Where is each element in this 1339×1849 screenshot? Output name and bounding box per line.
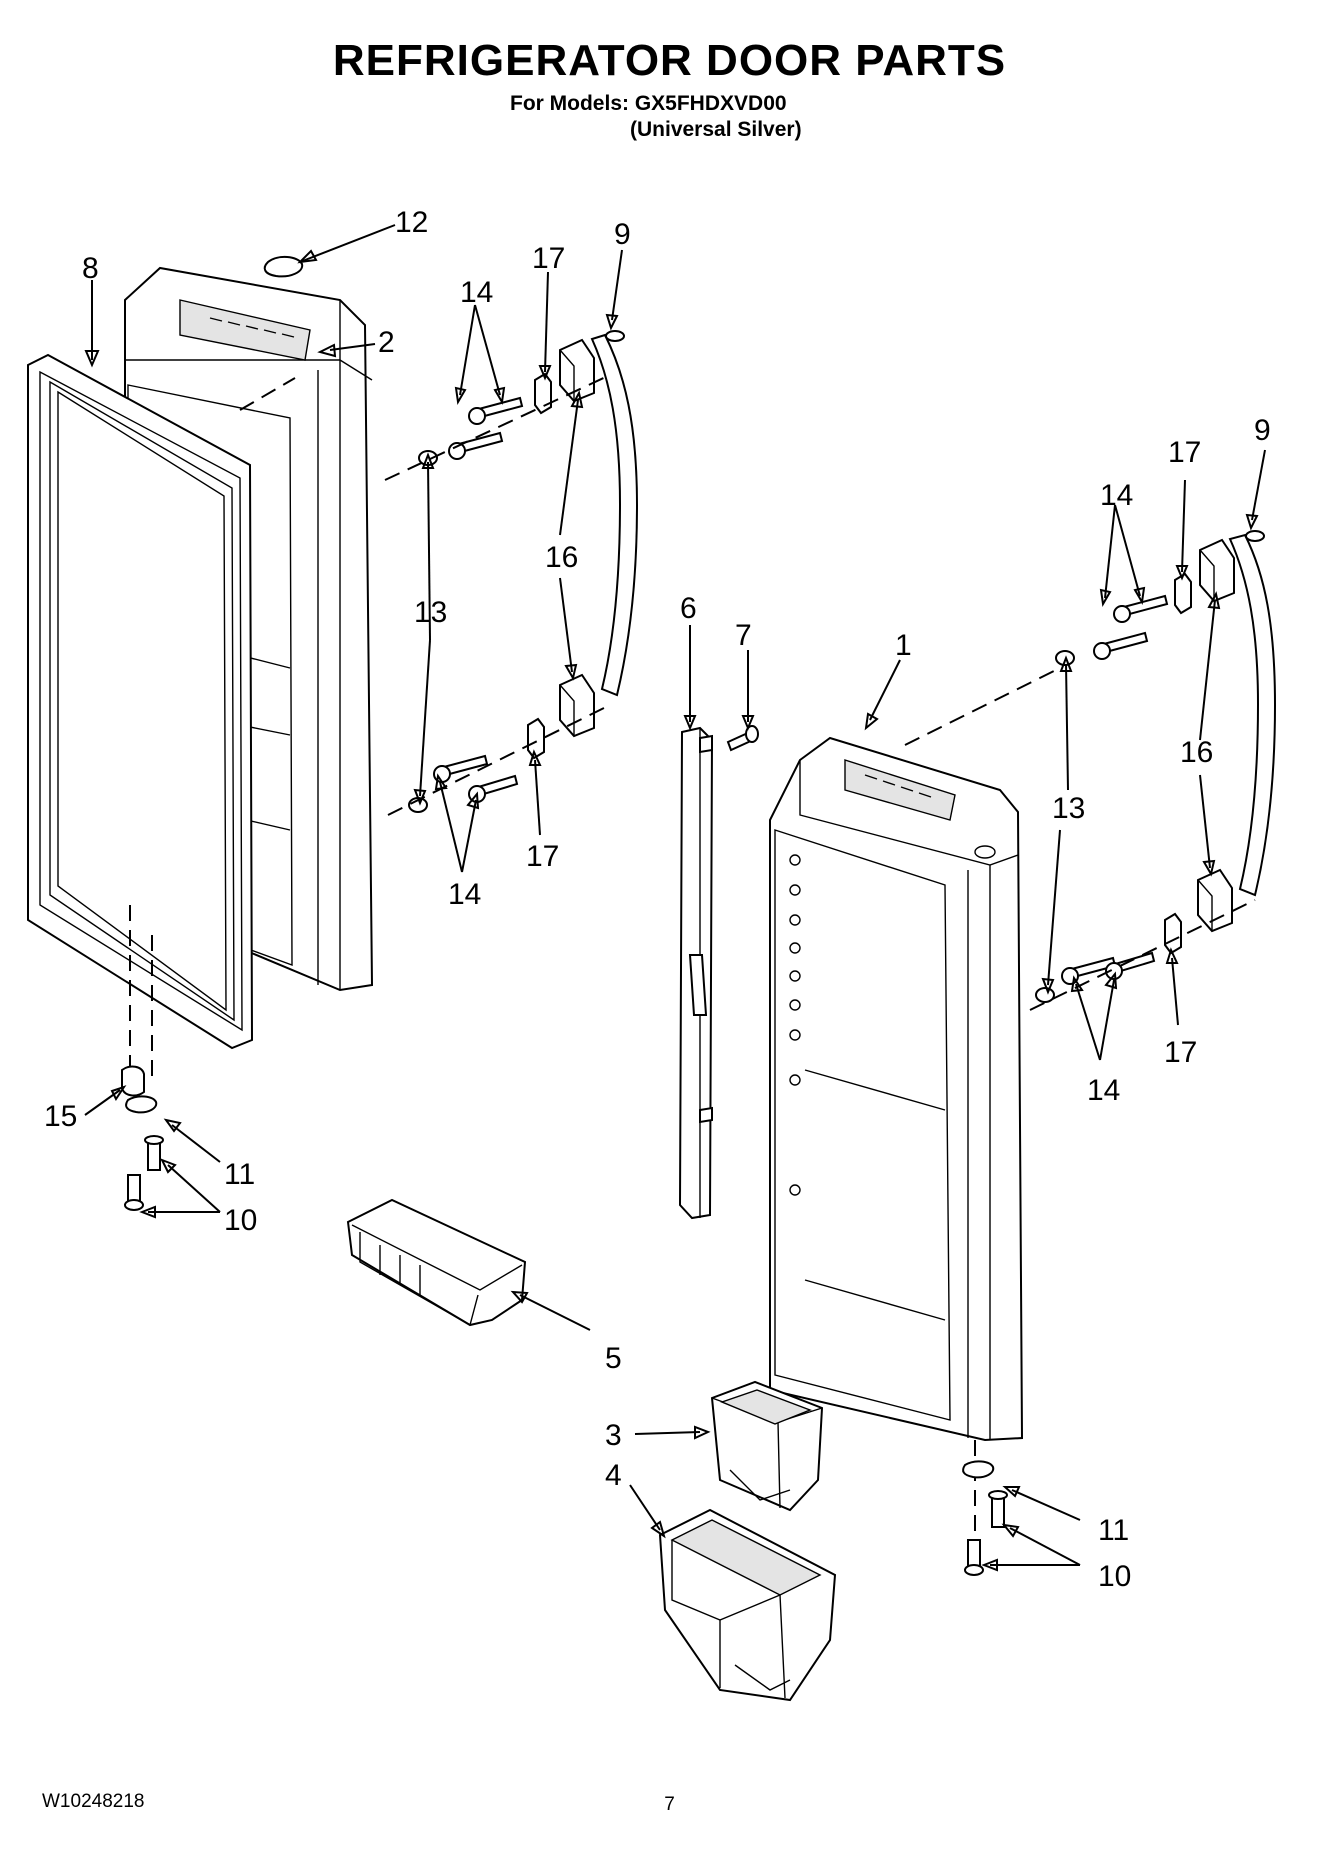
left-door-gasket: [27, 353, 254, 1050]
callout-7: 7: [735, 619, 752, 652]
part-12-gasket-piece: [263, 256, 304, 278]
callout-11-right: 11: [1098, 1514, 1129, 1547]
callout-labels: 12 8 2 17 9 14 13 16 14 17 9 17 14 6 7 1…: [44, 206, 1271, 1593]
right-door-assembly: [769, 736, 1024, 1442]
callout-6: 6: [680, 592, 697, 625]
left-hinge-hardware: [121, 1065, 164, 1211]
callout-17-left-bottom: 17: [526, 840, 559, 873]
color-line: (Universal Silver): [630, 118, 802, 141]
callout-10-right: 10: [1098, 1560, 1131, 1593]
callout-17-left-top: 17: [532, 242, 565, 275]
callout-4: 4: [605, 1459, 622, 1492]
callout-15: 15: [44, 1100, 77, 1133]
page-number: 7: [664, 1794, 675, 1815]
callout-14-left-top: 14: [460, 276, 493, 309]
right-handle-assembly: [1029, 530, 1277, 1011]
callout-14-right-top: 14: [1100, 479, 1133, 512]
callout-9-right: 9: [1254, 414, 1271, 447]
callout-8: 8: [82, 252, 99, 285]
callout-16-right: 16: [1180, 736, 1213, 769]
callout-12: 12: [395, 206, 428, 239]
callout-1: 1: [895, 629, 912, 662]
callout-10-left: 10: [224, 1204, 257, 1237]
callout-11-left: 11: [224, 1158, 255, 1191]
callout-5: 5: [605, 1342, 622, 1375]
models-line: For Models: GX5FHDXVD00: [510, 92, 787, 115]
page-title: REFRIGERATOR DOOR PARTS: [332, 36, 1007, 85]
callout-16-left: 16: [545, 541, 578, 574]
part-4-ice-bucket: [658, 1508, 837, 1702]
callout-17-right-top: 17: [1168, 436, 1201, 469]
document-number: W10248218: [42, 1791, 145, 1812]
callout-2: 2: [378, 326, 395, 359]
part-3-bin-insert: [710, 1380, 824, 1512]
callout-14-left-bottom: 14: [448, 878, 481, 911]
callout-3: 3: [605, 1419, 622, 1452]
callout-13-left: 13: [414, 596, 447, 629]
callout-9-left: 9: [614, 218, 631, 251]
callout-17-right-bottom: 17: [1164, 1036, 1197, 1069]
callout-14-right-bottom: 14: [1087, 1074, 1120, 1107]
right-hinge-hardware: [962, 1460, 1008, 1576]
callout-13-right: 13: [1052, 792, 1085, 825]
center-flipper-mullion: [678, 725, 759, 1220]
left-handle-assembly: [384, 330, 639, 816]
part-5-door-bin: [346, 1198, 527, 1327]
